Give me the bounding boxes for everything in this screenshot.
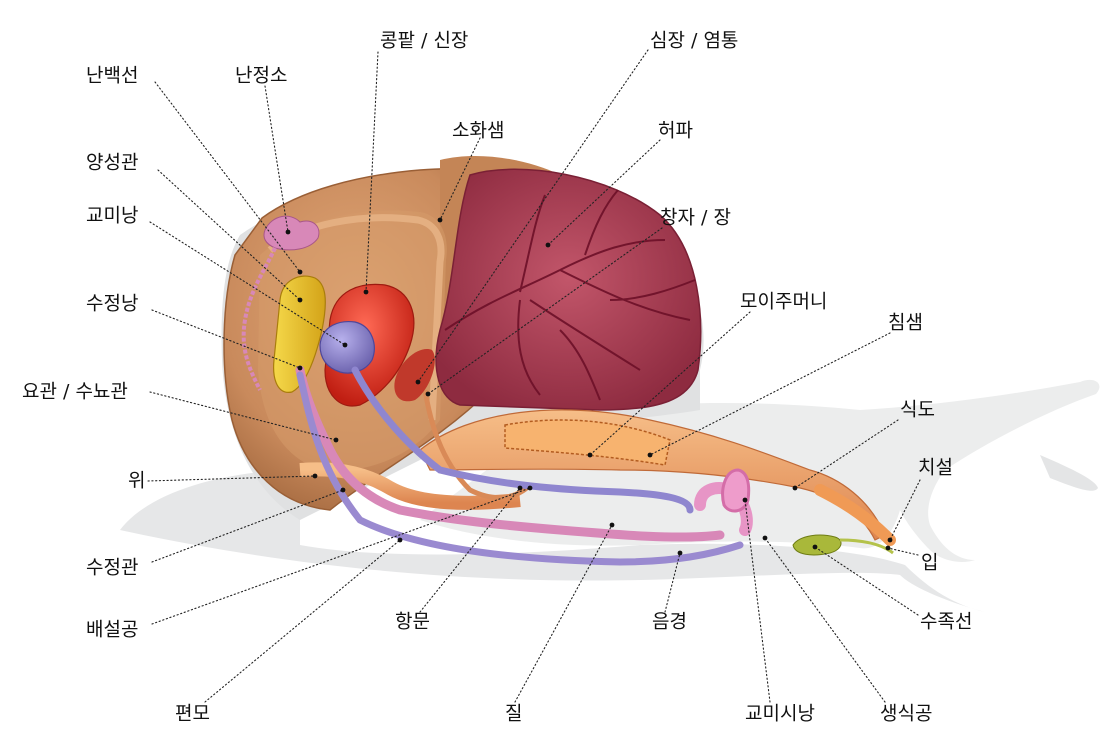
leader-dot-intestine (425, 391, 431, 397)
leader-dot-mouth (885, 545, 891, 551)
label-seminal-receptacle: 수정낭 (86, 293, 138, 315)
label-sperm-duct: 수정관 (86, 557, 138, 579)
seminal-receptacle (319, 320, 694, 514)
leader-dot-heart (415, 379, 421, 385)
leader-dot-sperm-duct (340, 487, 346, 493)
leader-seminal-receptacle (151, 309, 301, 369)
leader-dot-vagina (609, 522, 615, 528)
lung (435, 168, 702, 411)
leader-dot-salivary-gland (647, 452, 653, 458)
leader-heart (417, 49, 649, 383)
leader-penis (664, 552, 681, 613)
leader-dot-ovotestis-gland (297, 269, 303, 275)
label-penis: 음경 (652, 611, 687, 633)
leader-dot-excretory-pore (527, 485, 533, 491)
label-heart: 심장 / 염통 (650, 30, 738, 52)
leader-dot-genital-pore (762, 535, 768, 541)
leader-crop (589, 311, 751, 456)
leader-mantle (204, 539, 401, 703)
leader-intestine (427, 227, 663, 395)
leader-lung (547, 139, 661, 246)
leader-digestive-gland (439, 137, 481, 221)
label-bursa: 교미낭 (86, 205, 138, 227)
pedal-gland (792, 534, 894, 556)
leader-ureter (149, 391, 337, 441)
leader-dot-esophagus (792, 485, 798, 491)
label-digestive-gland: 소화샘 (452, 120, 504, 142)
leader-mouth (887, 547, 919, 556)
leader-dot-digestive-gland (437, 217, 443, 223)
label-stomach: 위 (128, 470, 145, 492)
leader-pedal-gland (814, 546, 919, 616)
leader-dot-dart-sac (742, 497, 748, 503)
leader-sperm-duct (151, 489, 344, 563)
leader-dart-sac (744, 499, 771, 703)
leader-genital-pore (764, 537, 886, 703)
leader-dot-hermaphrodite-duct (297, 297, 303, 303)
leader-dot-mantle (397, 537, 403, 543)
leader-dot-ureter (333, 437, 339, 443)
leader-radula (889, 479, 921, 541)
label-excretory-pore: 배설공 (86, 619, 138, 641)
leader-dot-stomach (312, 473, 318, 479)
label-ovotestis: 난정소 (235, 65, 287, 87)
leader-esophagus (794, 419, 899, 489)
leader-dot-lung (545, 242, 551, 248)
leader-excretory-pore (151, 487, 531, 625)
label-mouth: 입 (921, 552, 938, 574)
label-kidney: 콩팥 / 신장 (380, 30, 468, 52)
label-salivary-gland: 침샘 (888, 312, 923, 334)
leader-lines (147, 49, 921, 703)
label-crop: 모이주머니 (740, 291, 827, 313)
label-vagina: 질 (505, 703, 522, 725)
leader-anus (419, 487, 521, 613)
leader-dot-crop (587, 452, 593, 458)
leader-vagina (514, 524, 613, 703)
label-intestine: 창자 / 장 (660, 207, 731, 229)
leader-bursa (149, 221, 346, 346)
label-genital-pore: 생식공 (880, 703, 932, 725)
label-lung: 허파 (658, 120, 693, 142)
label-dart-sac: 교미시낭 (745, 703, 815, 725)
label-esophagus: 식도 (900, 399, 935, 421)
leader-stomach (147, 475, 316, 482)
leader-dot-radula (887, 537, 893, 543)
label-anus: 항문 (395, 611, 430, 633)
label-ureter: 요관 / 수뇨관 (22, 381, 128, 403)
label-ovotestis-gland: 난백선 (86, 65, 138, 87)
label-radula: 치설 (918, 457, 953, 479)
leader-ovotestis (264, 85, 289, 233)
leader-dot-anus (517, 485, 523, 491)
label-mantle: 편모 (175, 703, 210, 725)
leader-dot-ovotestis (285, 229, 291, 235)
ovotestis (263, 215, 320, 251)
label-hermaphrodite-duct: 양성관 (86, 152, 138, 174)
leader-salivary-gland (649, 332, 891, 456)
heart (394, 349, 435, 402)
leader-dot-bursa (342, 342, 348, 348)
leader-dot-pedal-gland (812, 544, 818, 550)
leader-ovotestis-gland (154, 81, 301, 273)
leader-dot-penis (677, 550, 683, 556)
leader-dot-seminal-receptacle (297, 365, 303, 371)
label-pedal-gland: 수족선 (920, 611, 972, 633)
leader-hermaphrodite-duct (157, 169, 301, 301)
reproductive-tract (295, 365, 753, 566)
leader-dot-kidney (363, 289, 369, 295)
